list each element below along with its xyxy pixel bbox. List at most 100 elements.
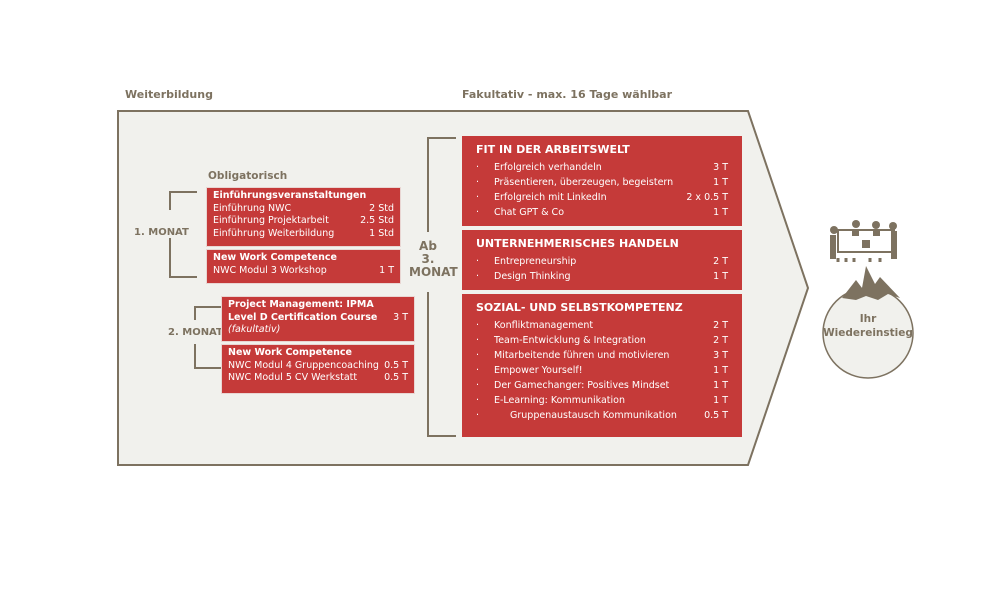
item-label: Entrepreneurship	[494, 256, 577, 267]
item-label: Empower Yourself!	[494, 365, 583, 376]
section-unternehmerisch: UNTERNEHMERISCHES HANDELN·Entrepreneursh…	[462, 230, 742, 290]
box-note: (fakultativ)	[228, 324, 281, 335]
item-label: Chat GPT & Co	[494, 207, 565, 218]
item-value: 3 T	[713, 350, 728, 361]
box-nwc-modul45: New Work Competence NWC Modul 4 Gruppenc…	[221, 344, 415, 394]
box-title: New Work Competence	[213, 252, 337, 263]
team-thumbs-up-icon	[830, 220, 897, 262]
item-value: 0.5 T	[384, 372, 408, 383]
item-value: 2 x 0.5 T	[686, 192, 728, 203]
item-label: Erfolgreich verhandeln	[494, 162, 602, 173]
box-title-2: Level D Certification Course	[228, 311, 378, 323]
month-3-num: 3.	[421, 252, 435, 266]
item-value: 2.5 Std	[360, 215, 394, 226]
header-weiterbildung: Weiterbildung	[125, 88, 213, 101]
item-value: 2 T	[713, 320, 728, 331]
item-label: E-Learning: Kommunikation	[494, 395, 626, 406]
list-item: · Design Thinking 1 T	[476, 269, 728, 284]
list-item: NWC Modul 4 Gruppencoaching 0.5 T	[228, 360, 408, 373]
item-label-wrap: · Entrepreneurship	[476, 254, 576, 269]
item-value: 3 T	[713, 162, 728, 173]
bullet-icon: ·	[476, 365, 480, 376]
mountain-icon	[842, 266, 900, 300]
item-label: NWC Modul 3 Workshop	[213, 264, 327, 276]
list-item: · Empower Yourself! 1 T	[476, 363, 728, 378]
list-item: ·Erfolgreich mit LinkedIn 2 x 0.5 T	[476, 190, 728, 205]
item-label-wrap: ·Mitarbeitende führen und motivieren	[476, 348, 669, 363]
list-item: · Team-Entwicklung & Integration 2 T	[476, 333, 728, 348]
bullet-icon: ·	[476, 271, 480, 282]
bullet-icon: ·	[476, 256, 480, 267]
bullet-icon: ·	[476, 207, 480, 218]
bullet-icon: ·	[476, 335, 480, 346]
box-nwc-modul3: New Work Competence NWC Modul 3 Workshop…	[206, 249, 401, 284]
item-value: 1 T	[379, 264, 394, 276]
list-item: ·Mitarbeitende führen und motivieren 3 T	[476, 348, 728, 363]
list-item: Einführung Projektarbeit 2.5 Std	[213, 215, 394, 228]
item-label-wrap: · Chat GPT & Co	[476, 205, 564, 220]
bullet-icon: ·	[476, 177, 480, 188]
section-fit-arbeitswelt: FIT IN DER ARBEITSWELT · Erfolgreich verha…	[462, 136, 742, 226]
month-3-word: MONAT	[409, 265, 458, 279]
item-label: Einführung Weiterbildung	[213, 227, 335, 239]
bullet-icon: ·	[476, 162, 480, 173]
item-label: Einführung Projektarbeit	[213, 215, 329, 226]
item-value: 2 T	[713, 335, 728, 346]
item-label: Präsentieren, überzeugen, begeistern	[494, 177, 674, 188]
box-ipma: Project Management: IPMA Level D Certifi…	[221, 296, 415, 342]
item-value: 2 T	[713, 256, 728, 267]
bullet-icon: ·	[476, 395, 480, 406]
item-label-wrap: · E-Learning: Kommunikation	[476, 393, 625, 408]
item-label-wrap: · Team-Entwicklung & Integration	[476, 333, 646, 348]
item-value: 3 T	[393, 311, 408, 323]
item-label: Gruppenaustausch Kommunikation	[510, 410, 677, 421]
item-label: Design Thinking	[494, 271, 571, 282]
item-label: Team-Entwicklung & Integration	[494, 335, 646, 346]
bullet-icon: ·	[476, 410, 480, 421]
item-label: NWC Modul 5 CV Werkstatt	[228, 372, 358, 383]
item-label-wrap: · Erfolgreich verhandeln	[476, 160, 602, 175]
item-value: 1 T	[713, 177, 728, 188]
item-label: Erfolgreich mit LinkedIn	[494, 192, 607, 203]
goal-label: Ihr Wiedereinstieg	[823, 312, 913, 340]
item-value: 1 T	[713, 365, 728, 376]
list-item: · Entrepreneurship 2 T	[476, 254, 728, 269]
item-value: 1 T	[713, 271, 728, 282]
month-2-label: 2. MONAT	[168, 327, 223, 338]
item-value: 0.5 T	[704, 410, 728, 421]
box-title: Einführungsveranstaltungen	[213, 190, 367, 201]
list-item: · Präsentieren, überzeugen, begeistern 1 T	[476, 175, 728, 190]
list-item: · E-Learning: Kommunikation 1 T	[476, 393, 728, 408]
month-3-label: Ab 3. MONAT	[409, 239, 458, 279]
list-item: Einführung Weiterbildung 1 Std	[213, 228, 394, 241]
bullet-icon: ·	[476, 320, 480, 331]
month-1-label: 1. MONAT	[134, 227, 189, 238]
goal-line1: Ihr	[859, 313, 877, 325]
item-value: 1 T	[713, 380, 728, 391]
list-item: NWC Modul 3 Workshop 1 T	[213, 265, 394, 278]
list-item: ·Konfliktmanagement 2 T	[476, 318, 728, 333]
item-value: 1 T	[713, 395, 728, 406]
box-title-1: Project Management: IPMA	[228, 299, 374, 310]
item-value: 1 Std	[369, 227, 394, 239]
month-3-ab: Ab	[419, 239, 437, 253]
item-value: 0.5 T	[384, 359, 408, 371]
list-item: · Erfolgreich verhandeln 3 T	[476, 160, 728, 175]
box-title: New Work Competence	[228, 347, 352, 358]
item-label-wrap: · Empower Yourself!	[476, 363, 583, 378]
header-fakultativ: Fakultativ - max. 16 Tage wählbar	[462, 88, 673, 101]
item-label-wrap: ·Erfolgreich mit LinkedIn	[476, 190, 607, 205]
item-label: NWC Modul 4 Gruppencoaching	[228, 359, 379, 371]
goal-line2: Wiedereinstieg	[823, 327, 913, 339]
item-label-wrap: ·Konfliktmanagement	[476, 318, 593, 333]
bullet-icon: ·	[476, 350, 480, 361]
item-label-wrap: · Design Thinking	[476, 269, 571, 284]
list-item: · Gruppenaustausch Kommunikation 0.5 T	[476, 408, 728, 423]
item-label: Einführung NWC	[213, 202, 292, 214]
section-title: FIT IN DER ARBEITSWELT	[476, 143, 630, 156]
item-label: Der Gamechanger: Positives Mindset	[494, 380, 670, 391]
label-obligatorisch: Obligatorisch	[208, 170, 288, 182]
